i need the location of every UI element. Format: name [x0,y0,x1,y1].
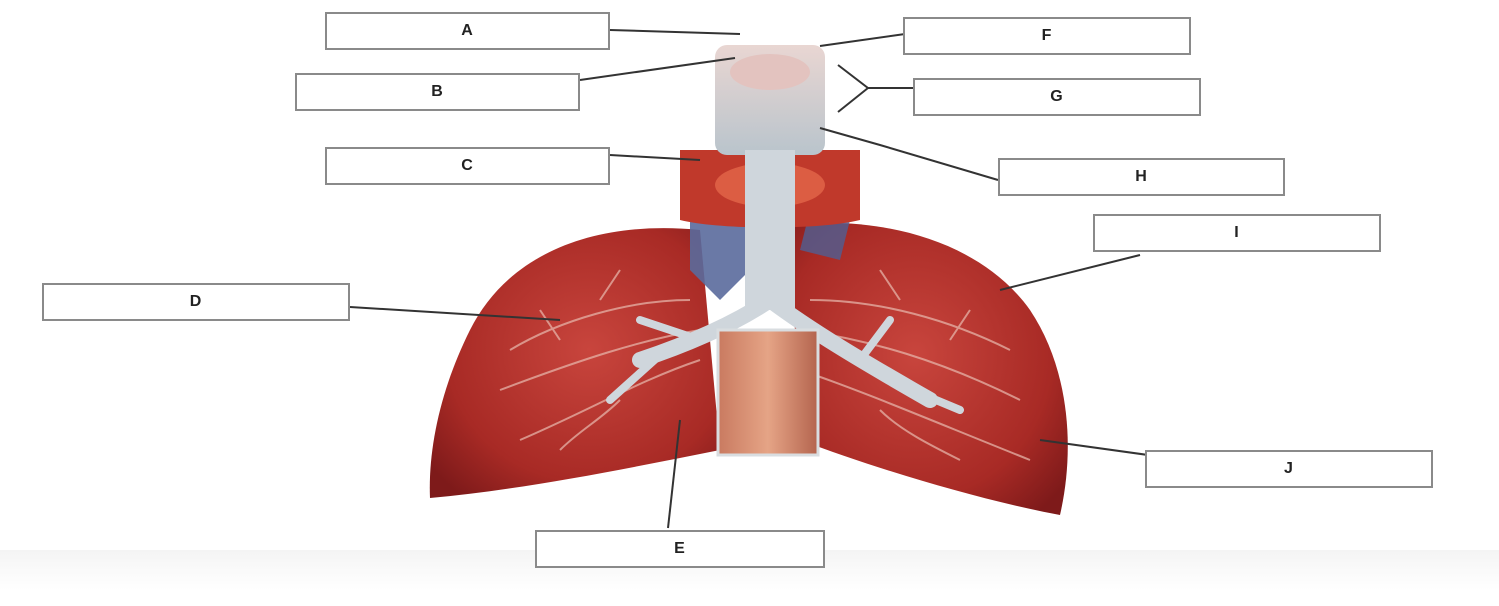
label-j-text: J [1284,460,1294,478]
label-h-text: H [1135,168,1148,186]
label-b-text: B [431,83,444,101]
label-j: J [1145,450,1433,488]
label-i-text: I [1234,224,1239,242]
label-e-text: E [674,540,686,558]
label-e: E [535,530,825,568]
label-a-text: A [461,22,474,40]
label-c-text: C [461,157,474,175]
label-d: D [42,283,350,321]
label-c: C [325,147,610,185]
label-a: A [325,12,610,50]
label-d-text: D [190,293,203,311]
label-f-text: F [1042,27,1053,45]
esophagus [718,330,818,455]
label-g: G [913,78,1201,116]
label-b: B [295,73,580,111]
right-lung [790,223,1068,515]
label-h: H [998,158,1285,196]
label-g-text: G [1050,88,1063,106]
label-i: I [1093,214,1381,252]
label-f: F [903,17,1191,55]
trachea [745,150,795,310]
